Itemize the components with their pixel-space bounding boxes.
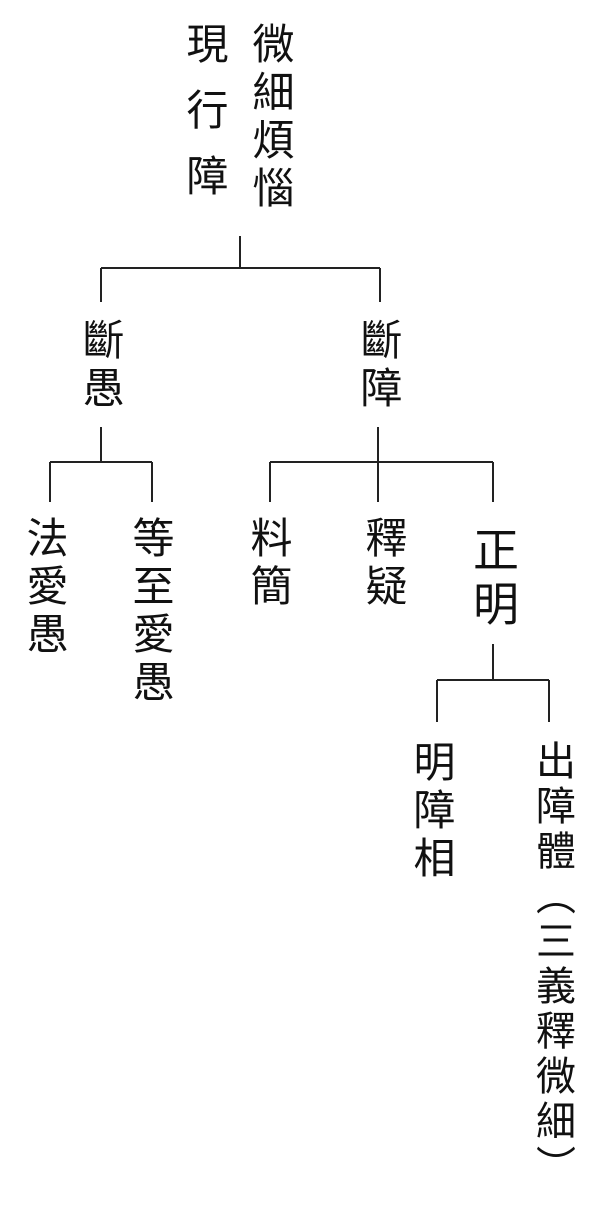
node-liaojian: 料簡 <box>244 516 293 612</box>
node-duanyu: 斷愚 <box>76 318 125 414</box>
node-dengzhi-ai-yu: 等至愛愚 <box>126 516 175 708</box>
node-fa-ai-yu: 法愛愚 <box>20 516 69 660</box>
root-line-left: 現行障 <box>180 22 229 220</box>
root-line-right: 微細煩惱 <box>246 22 295 214</box>
node-duanzhang: 斷障 <box>354 318 403 414</box>
node-chu-zhang-ti: 出障體（三義釋微細） <box>529 740 575 1190</box>
node-ming-zhang-xiang: 明障相 <box>407 740 456 884</box>
node-shiyi: 釋疑 <box>359 516 408 612</box>
node-zhengming: 正明 <box>466 526 520 634</box>
